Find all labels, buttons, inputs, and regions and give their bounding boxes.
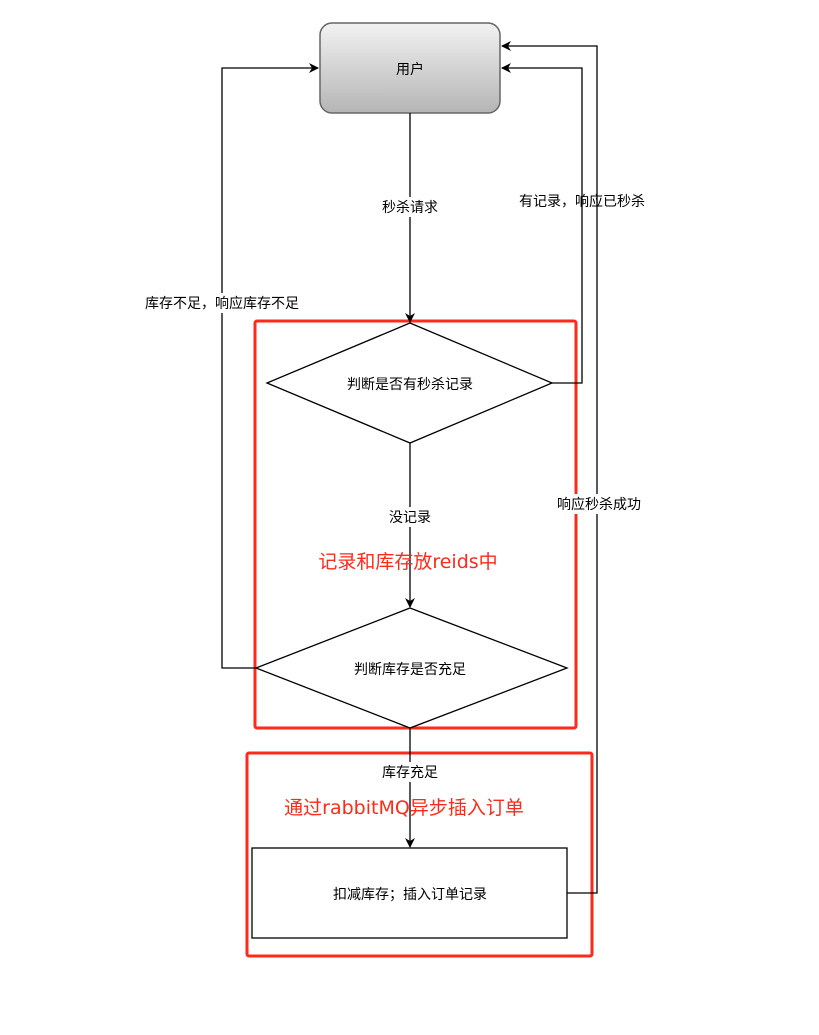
edge-stock-ok-label: 库存充足 bbox=[382, 765, 438, 781]
node-check-stock-label: 判断库存是否充足 bbox=[354, 662, 466, 678]
node-deduct-label: 扣减库存；插入订单记录 bbox=[333, 887, 487, 903]
node-user-label: 用户 bbox=[396, 61, 424, 78]
edge-no-record-label: 没记录 bbox=[389, 510, 431, 526]
edge-out-of-stock-label: 库存不足，响应库存不足 bbox=[145, 295, 299, 312]
edge-has-record-label: 有记录，响应已秒杀 bbox=[519, 193, 645, 210]
group-redis-box bbox=[253, 319, 578, 730]
edge-success bbox=[501, 41, 598, 894]
node-deduct[interactable] bbox=[251, 847, 568, 939]
group-mq-box bbox=[245, 751, 594, 958]
edge-request-label: 秒杀请求 bbox=[382, 200, 438, 216]
node-check-record-label: 判断是否有秒杀记录 bbox=[347, 377, 473, 393]
edge-has-record bbox=[501, 63, 583, 384]
edge-out-of-stock bbox=[221, 63, 319, 669]
group-redis-label: 记录和库存放reids中 bbox=[318, 551, 497, 573]
group-mq-label: 通过rabbitMQ异步插入订单 bbox=[284, 797, 524, 819]
edge-success-label: 响应秒杀成功 bbox=[557, 496, 641, 513]
